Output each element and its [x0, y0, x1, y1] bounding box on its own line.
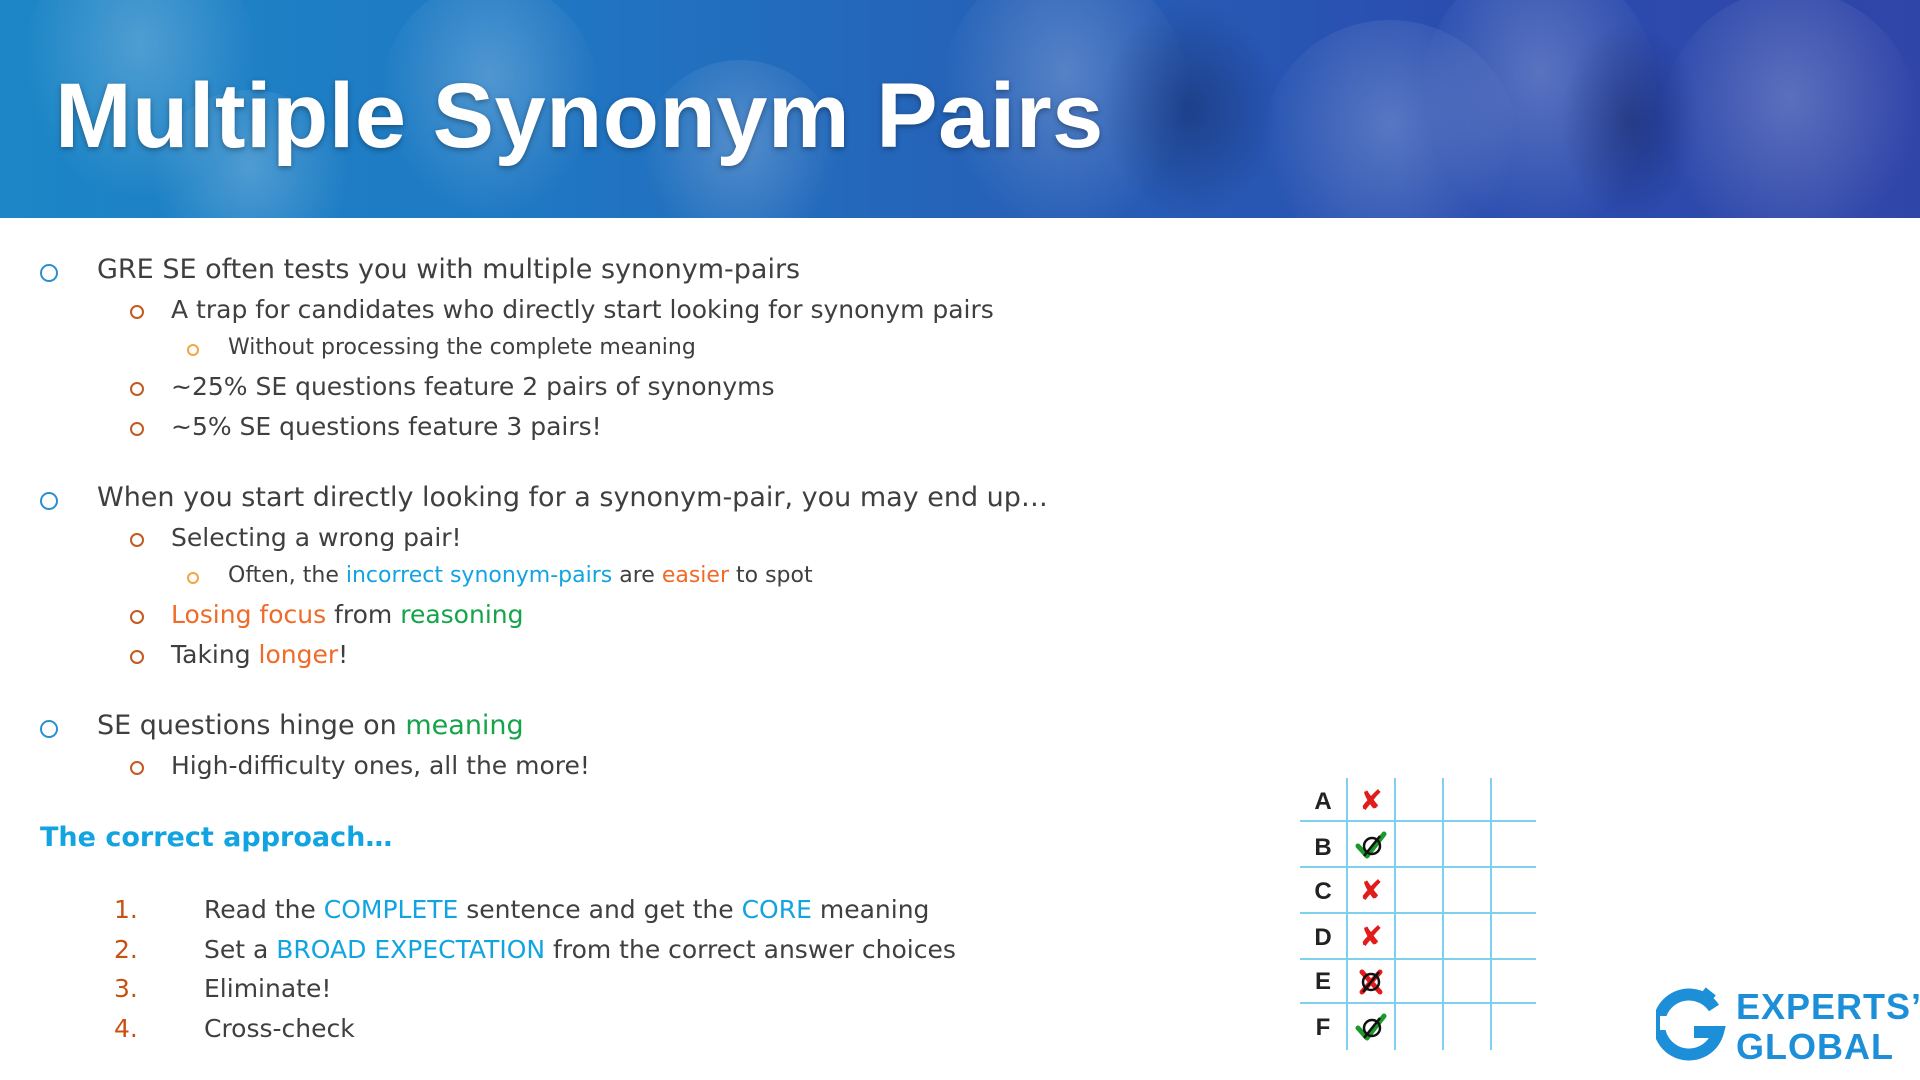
- text-run: from the correct answer choices: [545, 935, 956, 964]
- bullet-text: Selecting a wrong pair!: [171, 523, 462, 552]
- text-run: sentence and get the: [458, 895, 742, 924]
- text-run: SE questions hinge on: [97, 710, 406, 741]
- text-run: from: [326, 600, 401, 629]
- text-run: Read the: [204, 895, 324, 924]
- grid-line: [1300, 1002, 1536, 1004]
- text-run: Set a: [204, 935, 277, 964]
- bullet-marker: [130, 650, 144, 664]
- grid-line: [1346, 778, 1348, 1050]
- highlight-text: COMPLETE: [323, 895, 459, 924]
- choice-letter: B: [1314, 834, 1332, 861]
- bullet-text: ~5% SE questions feature 3 pairs!: [171, 412, 602, 441]
- step-text: Set a BROAD EXPECTATION from the correct…: [204, 935, 956, 964]
- choice-letter: D: [1314, 924, 1332, 951]
- text-run: Taking: [171, 640, 259, 669]
- bullet-marker: [130, 533, 144, 547]
- grid-line: [1300, 958, 1536, 960]
- grid-line: [1300, 912, 1536, 914]
- highlight-text: BROAD EXPECTATION: [276, 935, 546, 964]
- bullet-marker: [187, 344, 199, 356]
- step-number: 1.: [114, 895, 138, 924]
- bullet-marker: [40, 720, 58, 738]
- page-title: Multiple Synonym Pairs: [55, 65, 1104, 167]
- step-text: Cross-check: [204, 1014, 355, 1043]
- cross-icon: ✘: [1359, 874, 1383, 907]
- step-text: Read the COMPLETE sentence and get the C…: [204, 895, 929, 924]
- text-run: !: [338, 640, 349, 669]
- experts-global-logo: EXPERTS’ GLOBAL: [1656, 986, 1920, 1067]
- bullet-text: Losing focus from reasoning: [171, 600, 523, 629]
- bullet-marker: [130, 761, 144, 775]
- answer-choice-grid: A B C D E F ✘ ✘ ✘: [1300, 778, 1536, 1050]
- bullet-marker: [130, 382, 144, 396]
- bullet-text: When you start directly looking for a sy…: [97, 482, 1048, 513]
- step-number: 3.: [114, 974, 138, 1003]
- step-number: 2.: [114, 935, 138, 964]
- highlight-text: reasoning: [400, 600, 524, 629]
- choice-letter: A: [1314, 788, 1332, 815]
- text-run: Often, the: [228, 563, 346, 588]
- highlight-text: meaning: [405, 710, 524, 741]
- bullet-text: Taking longer!: [171, 640, 348, 669]
- logo-line1: EXPERTS’: [1736, 986, 1920, 1027]
- logo-line2: GLOBAL: [1736, 1026, 1894, 1067]
- text-run: are: [612, 563, 662, 588]
- bullet-marker: [187, 572, 199, 584]
- text-run: meaning: [811, 895, 930, 924]
- bullet-text: Often, the incorrect synonym-pairs are e…: [228, 563, 813, 588]
- check-struck-icon: [1348, 1012, 1394, 1050]
- bullet-text: High-difficulty ones, all the more!: [171, 751, 590, 780]
- highlight-text: Losing focus: [171, 600, 327, 629]
- highlight-text: easier: [661, 563, 729, 588]
- cross-icon: ✘: [1359, 784, 1383, 817]
- cross-struck-icon: [1348, 966, 1394, 1004]
- title-banner: Multiple Synonym Pairs: [0, 0, 1920, 218]
- highlight-text: longer: [258, 640, 339, 669]
- highlight-text: CORE: [741, 895, 812, 924]
- bullet-marker: [130, 422, 144, 436]
- bullet-marker: [130, 305, 144, 319]
- step-text: Eliminate!: [204, 974, 332, 1003]
- bullet-text: A trap for candidates who directly start…: [171, 295, 994, 324]
- bullet-marker: [130, 610, 144, 624]
- logo-g-icon: [1656, 987, 1726, 1061]
- choice-letter: E: [1314, 968, 1331, 995]
- grid-line: [1394, 778, 1396, 1050]
- step-number: 4.: [114, 1014, 138, 1043]
- check-struck-icon: [1348, 830, 1394, 868]
- grid-line: [1490, 778, 1492, 1050]
- choice-letter: F: [1315, 1014, 1331, 1041]
- grid-line: [1300, 866, 1536, 868]
- bullet-text: SE questions hinge on meaning: [97, 710, 524, 741]
- cross-icon: ✘: [1359, 920, 1383, 953]
- text-run: to spot: [729, 563, 813, 588]
- grid-line: [1300, 820, 1536, 822]
- bullet-text: GRE SE often tests you with multiple syn…: [97, 254, 801, 285]
- bullet-marker: [40, 264, 58, 282]
- grid-line: [1442, 778, 1444, 1050]
- bullet-text: ~25% SE questions feature 2 pairs of syn…: [171, 372, 775, 401]
- highlight-text: incorrect synonym-pairs: [345, 563, 613, 588]
- bullet-marker: [40, 492, 58, 510]
- choice-letter: C: [1314, 878, 1332, 905]
- bullet-text: Without processing the complete meaning: [228, 335, 696, 360]
- approach-heading: The correct approach…: [40, 822, 393, 853]
